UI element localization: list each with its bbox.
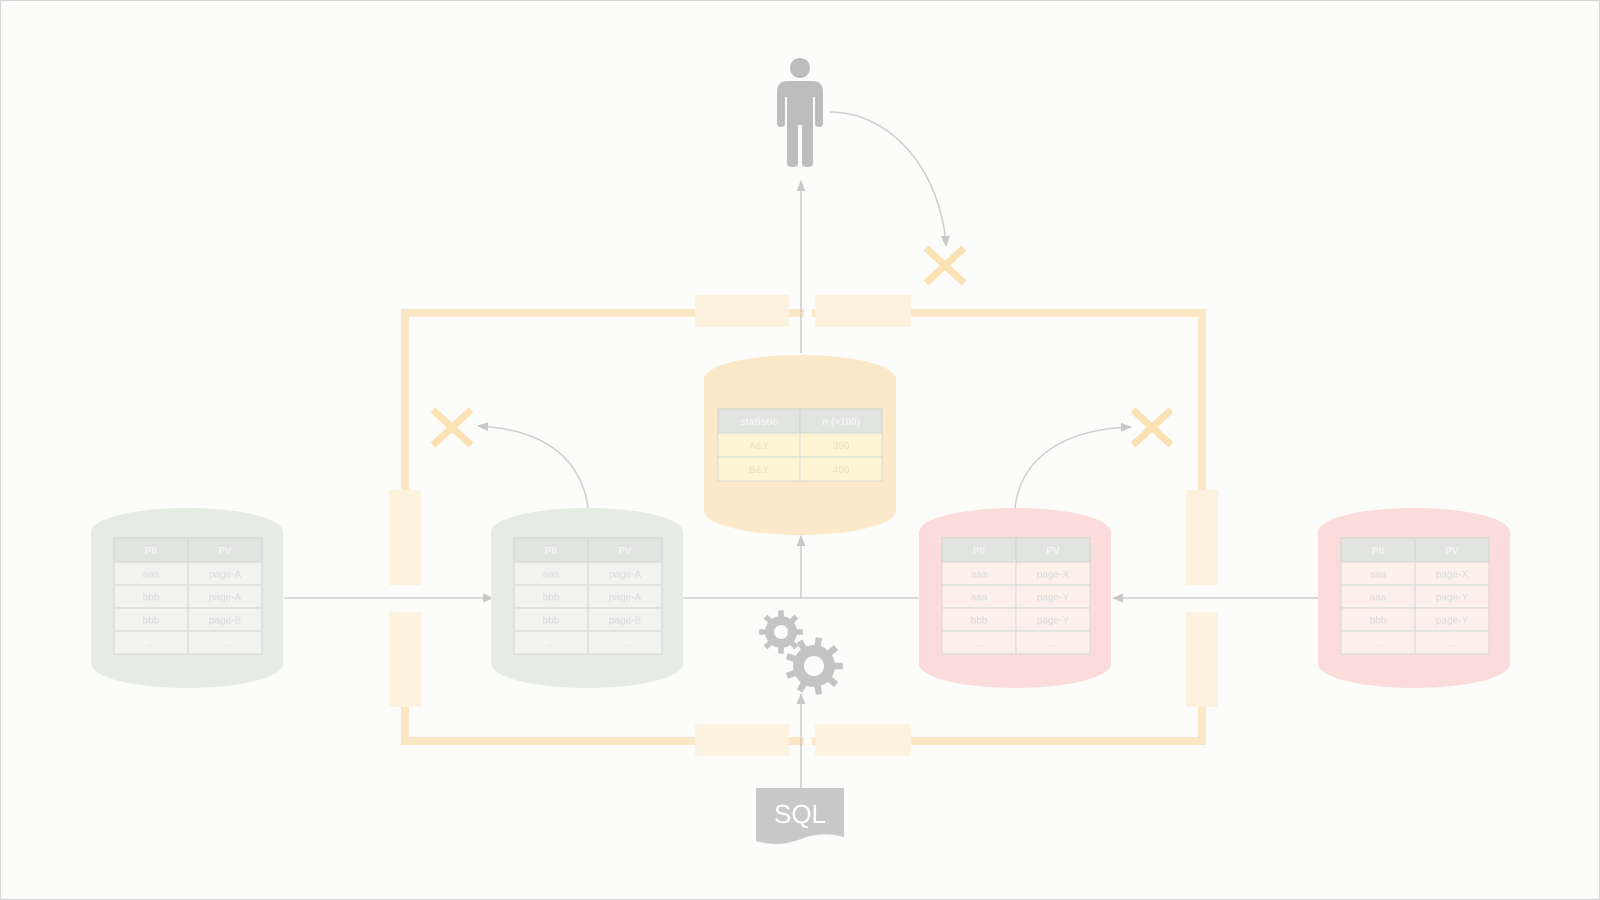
cross-icon	[430, 407, 474, 448]
table-cell-value: page-A	[609, 570, 642, 581]
database-green-left: PII PV aaa page-A bbb page-A bbb page-B......	[91, 508, 283, 688]
arrow-green-to-blocked	[476, 422, 589, 509]
table-cell-value: page-X	[1436, 570, 1469, 581]
table-cell-value: 350	[833, 441, 850, 452]
gear-hole	[774, 625, 788, 639]
table-cell	[1414, 630, 1490, 655]
table-header-label: PII	[145, 546, 157, 557]
table-header-cell	[587, 537, 663, 563]
table-cell-value: page-Y	[1436, 616, 1469, 627]
table-cell-value: bbb	[1370, 616, 1387, 627]
table-cell-value: ...	[221, 639, 229, 650]
table-cell-value: 400	[833, 465, 850, 476]
table-cell-value: ...	[547, 639, 555, 650]
person-icon	[777, 58, 823, 167]
table-cell-value: bbb	[143, 593, 160, 604]
table-cell-value: ...	[1049, 639, 1057, 650]
frame-gate-right-lower	[1186, 612, 1218, 707]
table-header-cell	[513, 537, 589, 563]
database-green-cleanroom: PII PV aaa page-A bbb page-A bbb page-B......	[491, 508, 683, 688]
arrow-person-to-blocked	[829, 111, 950, 248]
table-cell-value: aaa	[971, 593, 988, 604]
table-cell-value: bbb	[143, 616, 160, 627]
table-header-label: PV	[218, 546, 232, 557]
table-cell-value: page-X	[1037, 570, 1070, 581]
table-cell-value: bbb	[543, 593, 560, 604]
table-header-label: statistic	[740, 417, 778, 428]
table-header-label: n (>100)	[822, 417, 860, 428]
table-cell-value: page-A	[209, 593, 242, 604]
table-header-label: PV	[1046, 546, 1060, 557]
table-cell-value: page-Y	[1436, 593, 1469, 604]
table-cell	[187, 630, 263, 655]
table-cell-value: aaa	[1370, 593, 1387, 604]
table-cell-value: B&Y	[749, 465, 769, 476]
frame-gate-left-lower	[389, 612, 421, 707]
frame-gate-top-left	[695, 295, 789, 327]
table-cell	[587, 630, 663, 655]
frame-gate-right-upper	[1186, 490, 1218, 585]
cross-icon	[923, 245, 967, 286]
table-cell-value: ...	[1448, 639, 1456, 650]
table-cell-value: A&Y	[749, 441, 769, 452]
frame-gate-top-right	[815, 295, 911, 327]
database-pink-cleanroom: PII PV aaa page-X aaa page-Y bbb page-Y......	[919, 508, 1111, 688]
table-cell	[799, 432, 883, 458]
table-cell-value: aaa	[543, 570, 560, 581]
table-cell-value: ...	[1374, 639, 1382, 650]
table-cell	[717, 456, 801, 482]
frame-gate-left-upper	[389, 490, 421, 585]
clean-room-frame	[389, 295, 1218, 756]
table-cell-value: page-Y	[1037, 593, 1070, 604]
table-header-label: PV	[1445, 546, 1459, 557]
table-header-cell	[717, 408, 801, 434]
table-cell-value: page-A	[209, 570, 242, 581]
cylinder-cap	[704, 355, 896, 403]
table-cell-value: aaa	[143, 570, 160, 581]
table-header-cell	[1414, 537, 1490, 563]
gear-hole	[804, 656, 824, 676]
table-header-label: PII	[545, 546, 557, 557]
table-header-label: PII	[1372, 546, 1384, 557]
table-cell-value: ...	[147, 639, 155, 650]
table-header-label: PV	[618, 546, 632, 557]
database-pink-right: PII PV aaa page-X aaa page-Y bbb page-Y......	[1318, 508, 1510, 688]
table-header-label: PII	[973, 546, 985, 557]
table-cell-value: aaa	[1370, 570, 1387, 581]
frame-gate-bottom-left	[695, 724, 789, 756]
table-cell	[1015, 630, 1091, 655]
frame-gate-bottom-right	[815, 724, 911, 756]
table-cell-value: page-B	[609, 616, 642, 627]
table-header-cell	[187, 537, 263, 563]
table-cell-value: aaa	[971, 570, 988, 581]
table-cell-value: bbb	[543, 616, 560, 627]
table-cell	[717, 432, 801, 458]
table-cell-value: page-Y	[1037, 616, 1070, 627]
sql-document-icon: SQL	[756, 788, 844, 845]
arrow-pink-to-blocked	[1014, 422, 1133, 509]
table-cell-value: page-A	[609, 593, 642, 604]
cross-icon	[1130, 407, 1174, 448]
table-cell	[799, 456, 883, 482]
table-cell-value: ...	[621, 639, 629, 650]
connectors	[284, 111, 1318, 788]
table-cell-value: bbb	[971, 616, 988, 627]
table-cell-value: ...	[975, 639, 983, 650]
sql-label: SQL	[774, 799, 826, 829]
gears-icon	[759, 610, 843, 695]
table-cell-value: page-B	[209, 616, 242, 627]
